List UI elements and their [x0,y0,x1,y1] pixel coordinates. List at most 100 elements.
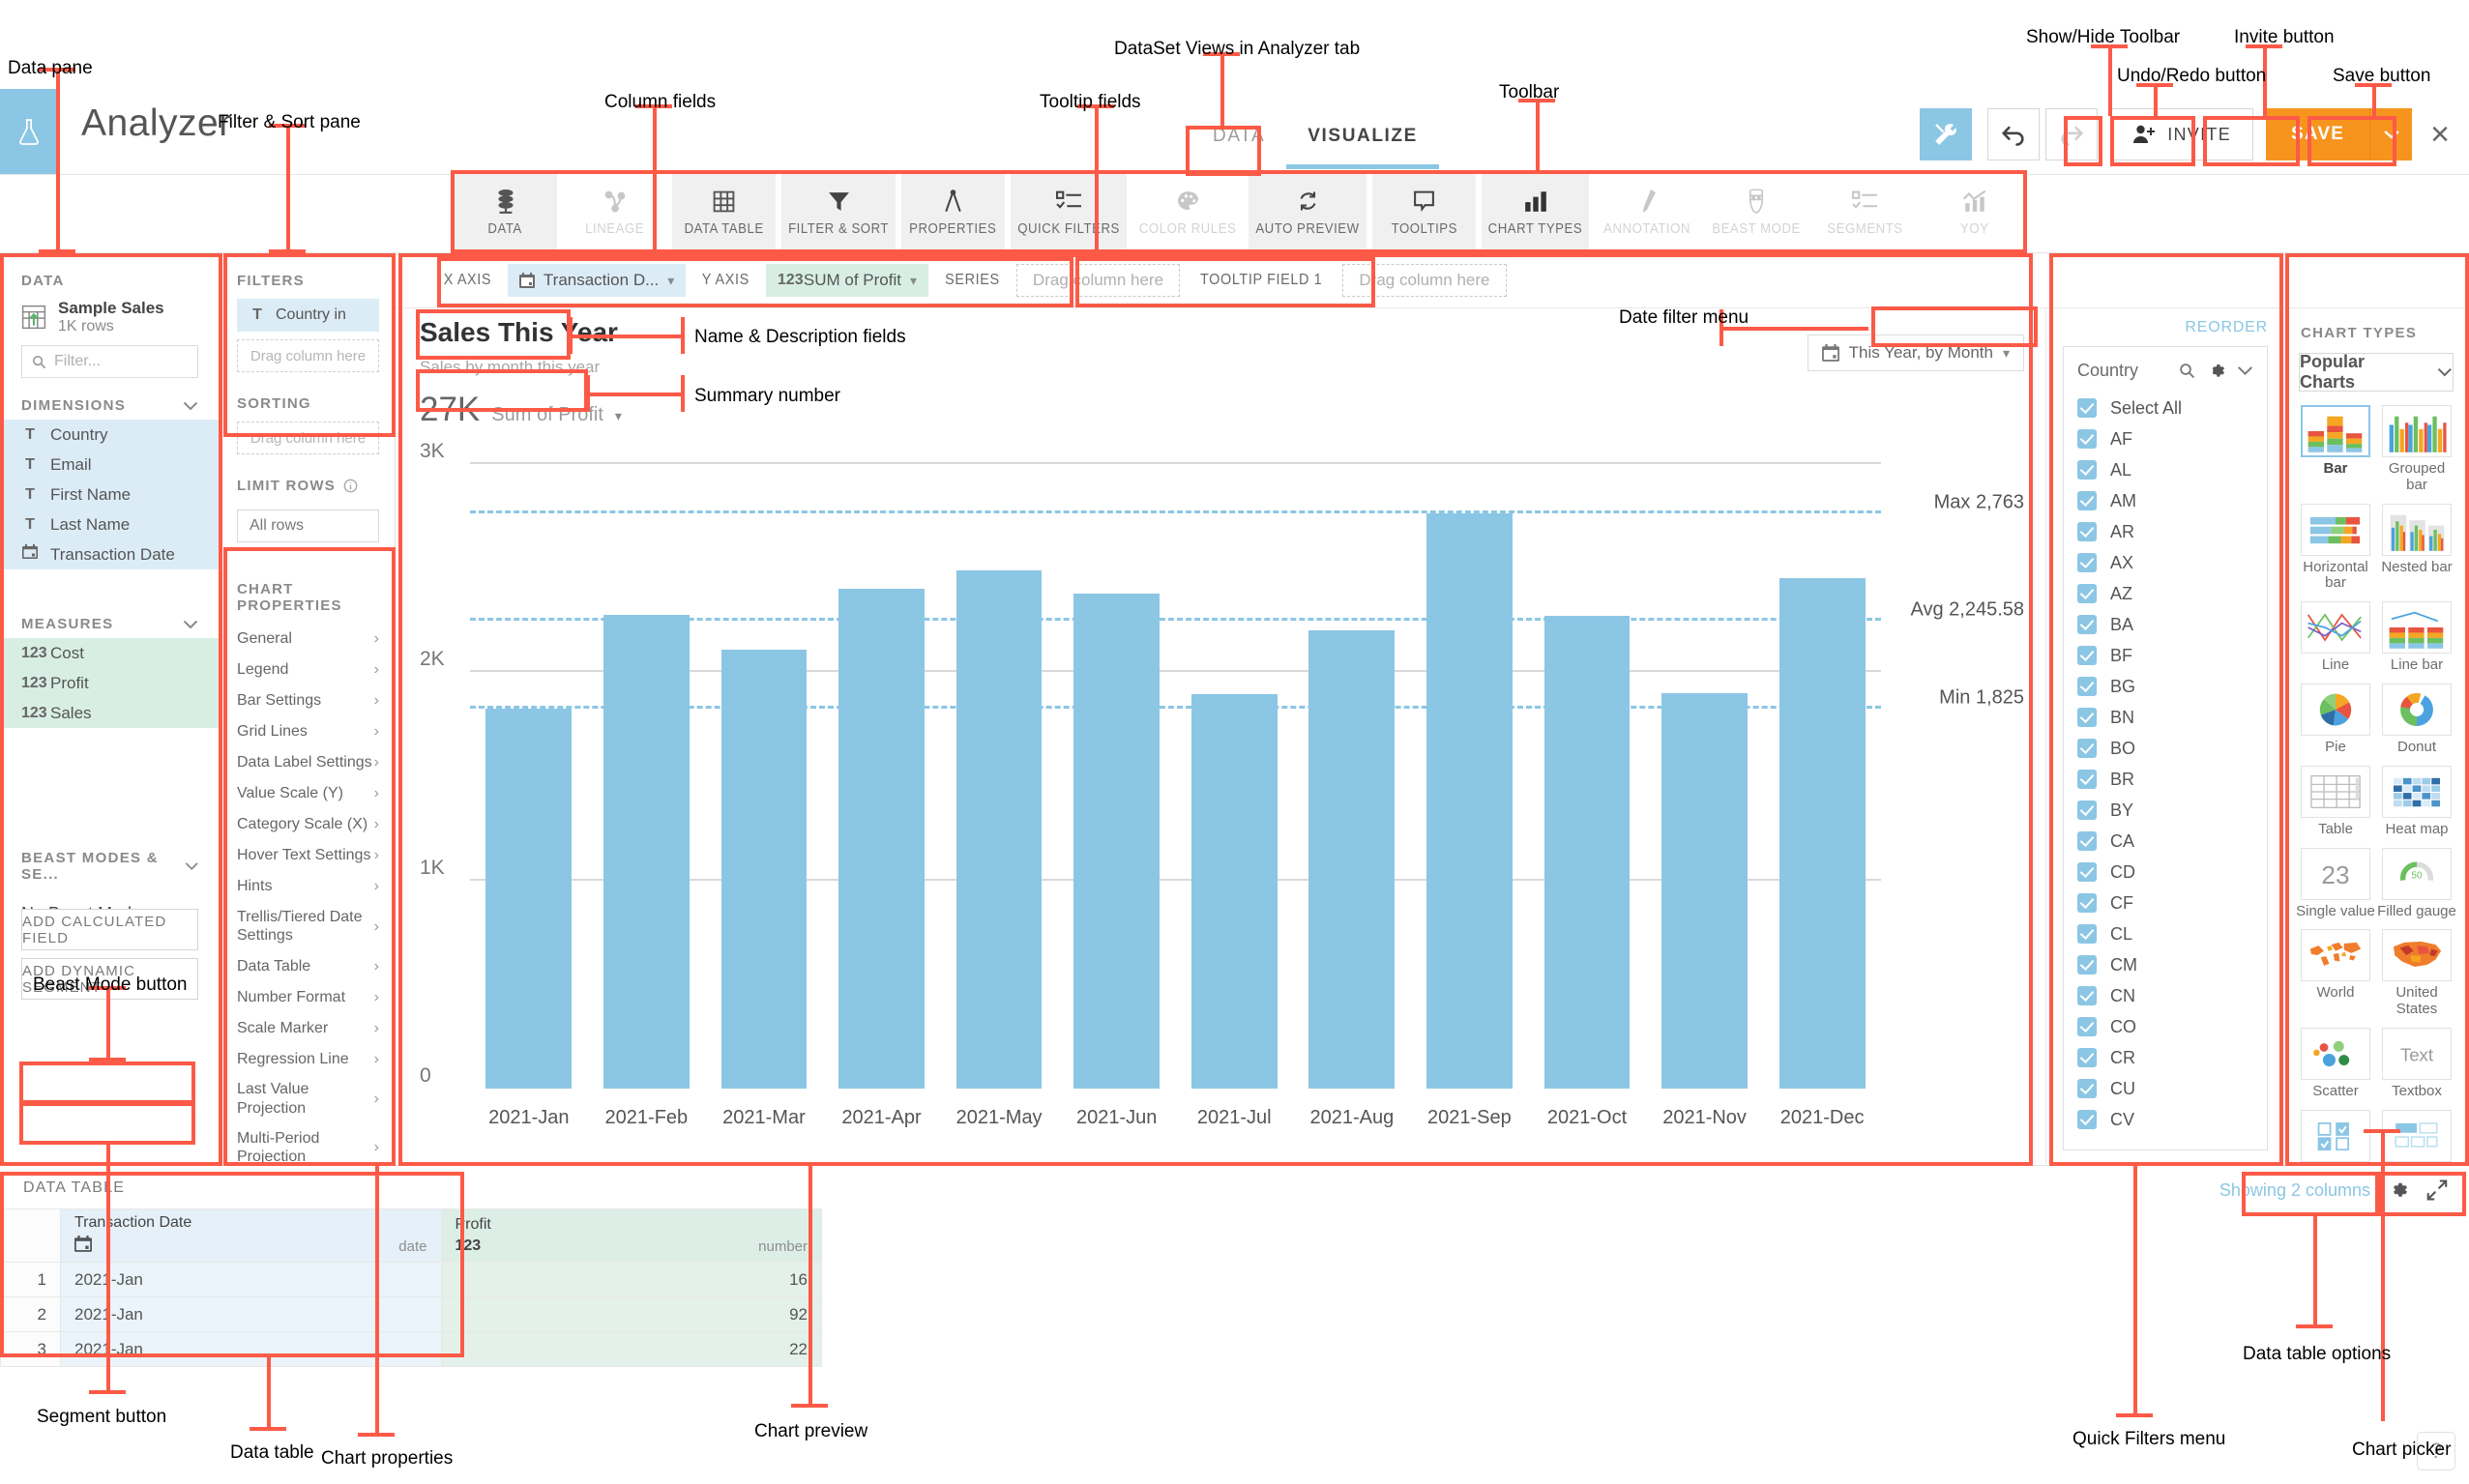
chart-category-select[interactable]: Popular Charts [2299,352,2454,392]
table-row[interactable]: 1 2021-Jan 16 [0,1262,822,1297]
bar-column[interactable] [1763,464,1881,1089]
quick-filter-item[interactable]: BO [2064,733,2267,764]
tooltip-dropzone[interactable]: Drag column here [1342,264,1507,297]
dimension-transaction-date[interactable]: Transaction Date [0,539,220,569]
chevron-down-icon[interactable]: ▾ [614,408,622,423]
summary-number[interactable]: 27K Sum of Profit ▾ [420,391,622,429]
quick-filter-item[interactable]: BN [2064,702,2267,733]
toolbar-item-quick-filters[interactable]: QUICK FILTERS [1011,174,1128,249]
chart-property-regression[interactable]: Regression Line› [221,1043,395,1074]
chevron-down-icon[interactable] [2237,365,2253,376]
chart-type-pie[interactable]: Pie [2295,683,2376,756]
search-icon[interactable] [2179,363,2195,379]
gear-icon[interactable] [2388,1179,2409,1201]
dataset-row[interactable]: Sample Sales 1K rows [0,297,220,345]
chart-type-table[interactable]: Table [2295,765,2376,838]
bar-column[interactable] [1646,464,1764,1089]
quick-filter-item[interactable]: CM [2064,949,2267,980]
bar[interactable] [955,569,1043,1089]
bar[interactable] [1426,513,1513,1089]
add-calculated-field-button[interactable]: ADD CALCULATED FIELD [21,909,198,950]
chevron-down-icon[interactable]: ▾ [667,272,675,288]
chart-property-bar-settings[interactable]: Bar Settings› [221,685,395,716]
chart-property-value-scale[interactable]: Value Scale (Y)› [221,778,395,809]
chart-property-last-value[interactable]: Last Value Projection› [221,1074,395,1122]
toolbar-item-filter-sort[interactable]: FILTER & SORT [781,174,896,249]
table-row[interactable]: 2 2021-Jan 92 [0,1296,822,1332]
quick-filter-item[interactable]: CO [2064,1011,2267,1042]
quick-filter-item[interactable]: AZ [2064,578,2267,609]
bar[interactable] [485,709,573,1089]
y-axis-field-pill[interactable]: 123 SUM of Profit ▾ [765,264,929,297]
checkbox[interactable] [2077,739,2097,758]
checkbox[interactable] [2077,1079,2097,1098]
bar-column[interactable] [588,464,706,1089]
toolbar-item-segments[interactable]: SEGMENTS [1813,174,1917,249]
checkbox[interactable] [2077,460,2097,480]
chart-property-scale-marker[interactable]: Scale Marker› [221,1012,395,1043]
bar-column[interactable] [1528,464,1646,1089]
bar[interactable] [603,615,690,1089]
invite-button[interactable]: INVITE [2110,108,2253,160]
toolbar-item-properties[interactable]: PROPERTIES [901,174,1006,249]
toolbar-item-color-rules[interactable]: COLOR RULES [1132,174,1243,249]
series-dropzone[interactable]: Drag column here [1015,264,1181,297]
checkbox[interactable] [2077,615,2097,634]
bar[interactable] [1073,593,1161,1089]
bar-column[interactable] [1411,464,1529,1089]
tab-visualize[interactable]: VISUALIZE [1286,114,1439,169]
quick-filter-item[interactable]: AM [2064,485,2267,516]
bar-column[interactable] [1175,464,1293,1089]
chevron-down-icon[interactable]: ▾ [910,272,918,288]
checkbox[interactable] [2077,955,2097,975]
toolbar-item-tooltips[interactable]: TOOLTIPS [1372,174,1477,249]
chart-type-horizontal-bar[interactable]: Horizontal bar [2295,503,2376,593]
tab-data[interactable]: DATA [1213,126,1266,146]
chart-type-donut[interactable]: Donut [2376,683,2457,756]
checkbox[interactable] [2077,1017,2097,1036]
data-filter-input[interactable]: Filter... [21,345,198,378]
bar-column[interactable] [940,464,1058,1089]
toolbar-toggle-button[interactable] [1920,108,1973,160]
checkbox[interactable] [2077,986,2097,1005]
save-dropdown-button[interactable] [2369,108,2413,160]
quick-filter-item[interactable]: CV [2064,1104,2267,1135]
toolbar-item-data-table[interactable]: DATA TABLE [672,174,776,249]
checkbox[interactable] [2077,398,2097,418]
redo-button[interactable] [2045,108,2099,160]
date-filter-menu[interactable]: This Year, by Month ▾ [1807,335,2024,371]
quick-filter-item[interactable]: AL [2064,454,2267,485]
quick-filter-item[interactable]: CR [2064,1042,2267,1073]
bar[interactable] [1190,693,1278,1089]
help-button[interactable]: ? [2417,1432,2455,1470]
checkbox[interactable] [2077,924,2097,944]
quick-filter-item[interactable]: BR [2064,764,2267,795]
reorder-button[interactable]: REORDER [2185,319,2268,335]
chart-property-category-scale[interactable]: Category Scale (X)› [221,809,395,840]
checkbox[interactable] [2077,770,2097,789]
bar-column[interactable] [1058,464,1176,1089]
chart-type-heat-map[interactable]: Heat map [2376,765,2457,838]
chart-property-trellis[interactable]: Trellis/Tiered Date Settings› [221,902,395,950]
quick-filter-item[interactable]: CD [2064,857,2267,887]
chart-type-bar[interactable]: Bar [2295,405,2376,494]
chart-property-general[interactable]: General› [221,624,395,655]
chart-property-data-table[interactable]: Data Table› [221,950,395,981]
checkbox[interactable] [2077,522,2097,541]
checkbox[interactable] [2077,862,2097,882]
chart-property-hints[interactable]: Hints› [221,871,395,902]
toolbar-item-yoy[interactable]: YOY [1923,174,2026,249]
column-header-profit[interactable]: Profit 123 number [440,1208,822,1263]
close-button[interactable]: × [2430,116,2450,153]
x-axis-field-pill[interactable]: Transaction D... ▾ [507,264,687,297]
quick-filter-item[interactable]: CL [2064,918,2267,949]
checkbox[interactable] [2077,491,2097,510]
chart-property-data-label[interactable]: Data Label Settings› [221,747,395,778]
